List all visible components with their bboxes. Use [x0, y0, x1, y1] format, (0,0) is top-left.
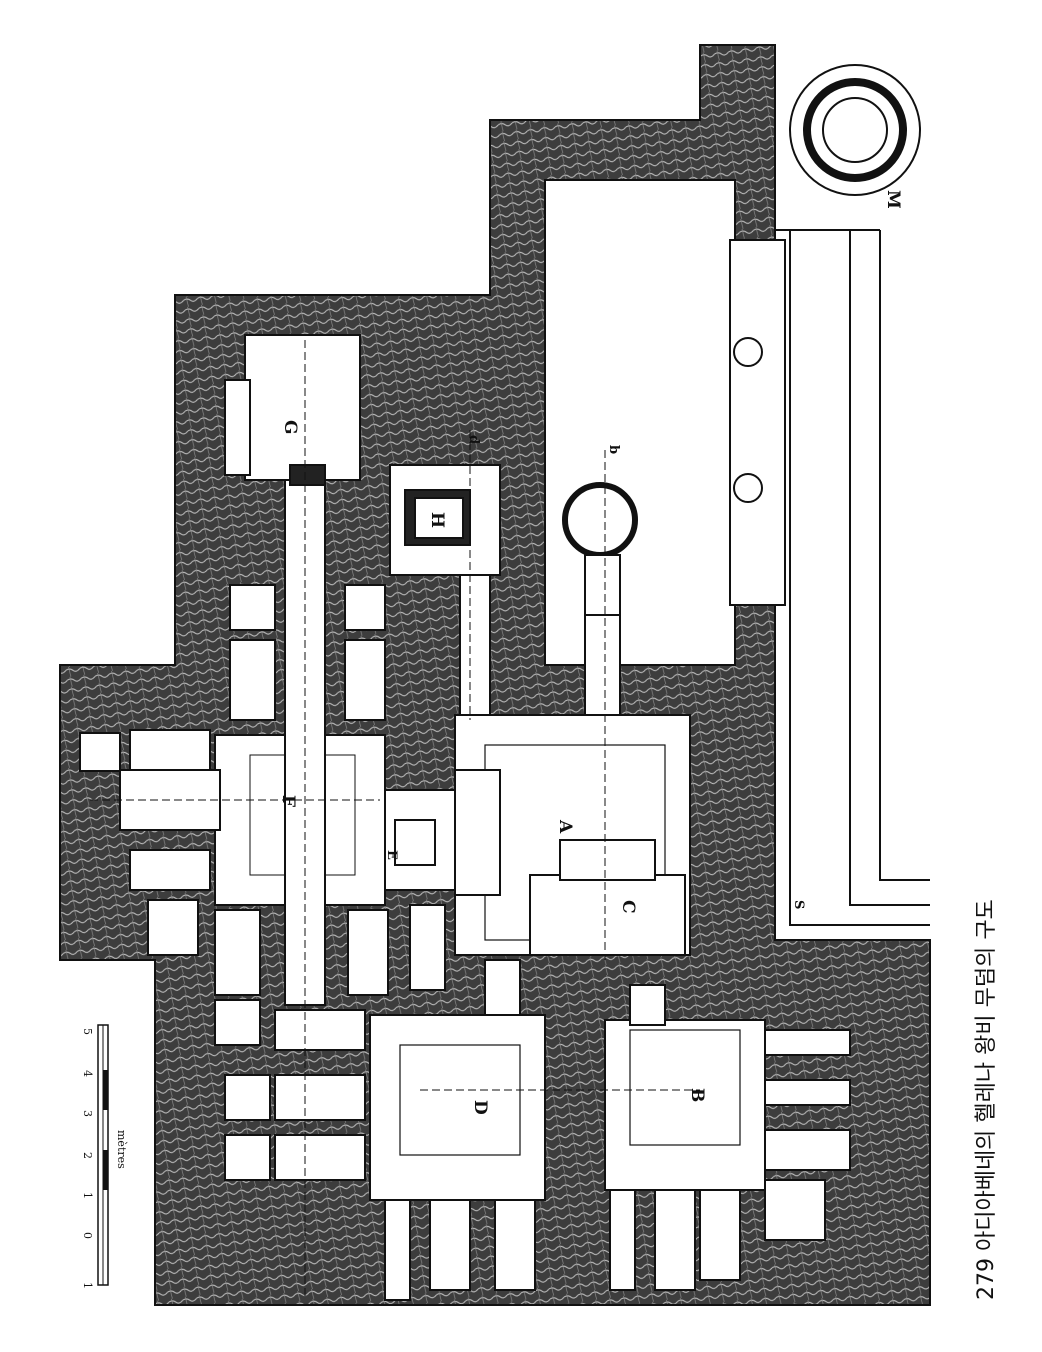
stair-lines	[774, 45, 930, 926]
scale-tick: 2	[81, 1152, 94, 1159]
room-g	[244, 334, 361, 481]
scale-bar: 1 0 1 2 3 4 5 mètres	[81, 1024, 128, 1289]
axis-lines	[90, 340, 700, 1300]
label-a: A	[555, 819, 575, 834]
label-m: M	[883, 190, 903, 209]
scale-tick: 3	[81, 1110, 94, 1117]
label-h: H	[427, 512, 447, 528]
figure-caption: 279 아디아베네의 헬레나 왕비 무덤의 구도	[974, 899, 999, 1300]
courtyard	[544, 179, 736, 666]
room-b	[604, 1019, 766, 1191]
label-g: G	[280, 420, 300, 435]
label-b: B	[687, 1088, 707, 1102]
label-d: D	[470, 1100, 490, 1115]
label-s: S	[791, 900, 806, 909]
monument-m	[789, 64, 921, 196]
column	[733, 473, 763, 503]
scale-tick: 1	[81, 1192, 94, 1199]
entrance-passage	[584, 609, 621, 721]
vestibule	[729, 239, 786, 606]
label-d-small: d	[466, 435, 481, 444]
label-b-small: b	[606, 445, 621, 454]
scale-unit: mètres	[115, 1130, 128, 1169]
label-c: C	[618, 900, 638, 914]
label-f: F	[278, 795, 298, 807]
scale-tick: 4	[81, 1070, 94, 1077]
room-c	[529, 874, 686, 956]
scale-tick: 0	[81, 1232, 94, 1239]
label-e: E	[384, 850, 399, 860]
scale-tick: 1	[81, 1282, 94, 1289]
column	[733, 337, 763, 367]
scale-tick: 5	[81, 1028, 94, 1035]
round-chamber	[562, 482, 638, 558]
room-d	[369, 1014, 546, 1201]
